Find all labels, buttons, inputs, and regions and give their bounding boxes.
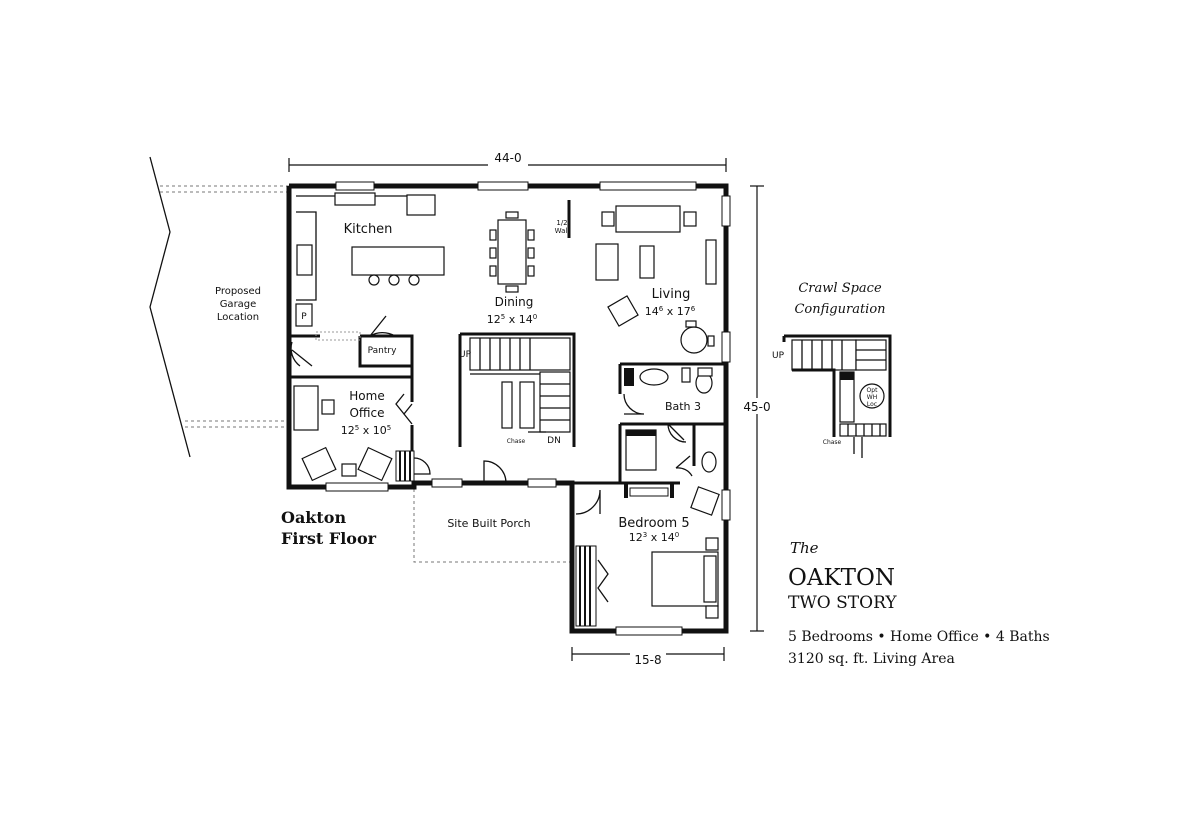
armchair-icon	[357, 446, 393, 482]
end-table-icon	[683, 211, 697, 227]
round-table-icon	[680, 326, 708, 354]
office-label-1: Home	[349, 389, 384, 403]
main-stairs	[469, 337, 571, 433]
half-wall-label-2: Wall	[555, 227, 570, 235]
toilet-icon	[701, 451, 717, 473]
end-table-icon	[601, 211, 615, 227]
pantry-label: Pantry	[368, 346, 397, 356]
proposed-garage: Proposed Garage Location	[149, 156, 289, 458]
desk-chair-icon	[321, 399, 335, 415]
vanity-sink-icon	[639, 368, 669, 386]
garage-label-1: Proposed	[215, 286, 261, 297]
opt-label-2: WH	[867, 394, 877, 401]
brand-style: TWO STORY	[788, 593, 897, 613]
office-label-2: Office	[349, 406, 384, 420]
floor-label-line1: Oakton	[281, 508, 346, 527]
side-table-icon	[341, 463, 357, 477]
dimension-bottom: 15-8	[571, 647, 725, 667]
stool-icon	[368, 274, 380, 286]
bedroom5-label: Bedroom 5	[618, 516, 689, 531]
kitchen-label: Kitchen	[344, 222, 393, 237]
kitchen-fixtures: P	[295, 192, 445, 341]
dim-bottom-label: 15-8	[634, 653, 661, 667]
nightstand-icon	[705, 605, 719, 619]
armchair-icon	[301, 446, 337, 482]
living-size: 146 x 176	[645, 305, 696, 318]
living-furniture	[595, 205, 717, 354]
kitchen-sink-icon	[334, 192, 376, 206]
garage-label-3: Location	[217, 312, 259, 323]
front-door-icon	[483, 460, 507, 484]
bath3-label: Bath 3	[665, 400, 701, 413]
pantry-area	[290, 315, 396, 367]
cooktop-icon	[296, 244, 313, 276]
stool-icon	[388, 274, 400, 286]
sofa-icon	[615, 205, 681, 233]
dining-label: Dining	[495, 295, 534, 309]
dimension-right: 45-0	[740, 185, 774, 632]
crawl-title-1: Crawl Space	[798, 281, 882, 296]
opt-label-3: Loc	[867, 401, 877, 408]
windows	[325, 181, 731, 636]
opt-label-1: Opt	[867, 387, 879, 394]
range-icon	[406, 194, 436, 216]
brand-the: The	[790, 539, 819, 557]
crawl-title-2: Configuration	[794, 302, 885, 317]
chase-icon	[501, 381, 513, 429]
chase-label: Chase	[507, 438, 526, 445]
dim-right-label: 45-0	[743, 400, 770, 414]
living-label: Living	[652, 287, 691, 302]
crawl-stair-up: UP	[772, 351, 785, 361]
floor-label-line2: First Floor	[281, 529, 377, 548]
bedroom5-furniture	[575, 486, 720, 627]
door-icon	[575, 489, 601, 515]
site-built-porch: Site Built Porch	[413, 483, 572, 563]
stair-dn-label: DN	[547, 436, 561, 446]
media-console-icon	[705, 239, 717, 285]
crawl-chase-label: Chase	[823, 439, 842, 446]
armchair-icon	[607, 295, 639, 327]
stool-icon	[408, 274, 420, 286]
office-size: 125 x 105	[341, 424, 391, 437]
office-furniture	[293, 385, 431, 482]
p-closet	[295, 303, 313, 327]
brand-name: OAKTON	[788, 565, 895, 591]
nightstand-icon	[705, 537, 719, 551]
dimension-top: 44-0	[288, 150, 727, 172]
crawl-space-inset: Crawl Space Configuration UP Chase Opt W…	[772, 281, 892, 458]
bath-closet-fixtures	[624, 429, 717, 498]
bifold-door-icon	[403, 403, 413, 425]
bedroom5-size: 123 x 140	[629, 531, 679, 544]
brand-area: 3120 sq. ft. Living Area	[788, 651, 955, 667]
porch-label: Site Built Porch	[447, 517, 530, 530]
brand-features: 5 Bedrooms • Home Office • 4 Baths	[788, 629, 1050, 645]
branding: The OAKTON TWO STORY 5 Bedrooms • Home O…	[788, 539, 1050, 667]
garage-label-2: Garage	[220, 299, 257, 310]
bath3-fixtures	[623, 367, 713, 443]
half-wall-label-1: 1/2	[556, 219, 567, 227]
dining-size: 125 x 140	[487, 313, 537, 326]
armchair-icon	[690, 486, 720, 516]
dining-table	[489, 211, 535, 293]
chair-icon	[595, 243, 619, 281]
coffee-table-icon	[639, 245, 655, 279]
stair-up-label: UP	[459, 350, 472, 360]
desk-icon	[293, 385, 319, 431]
dim-top-label: 44-0	[494, 151, 521, 165]
shower-icon	[625, 429, 657, 471]
kitchen-island	[351, 246, 445, 276]
water-heater-icon	[859, 383, 885, 409]
p-closet-label: P	[301, 312, 307, 322]
